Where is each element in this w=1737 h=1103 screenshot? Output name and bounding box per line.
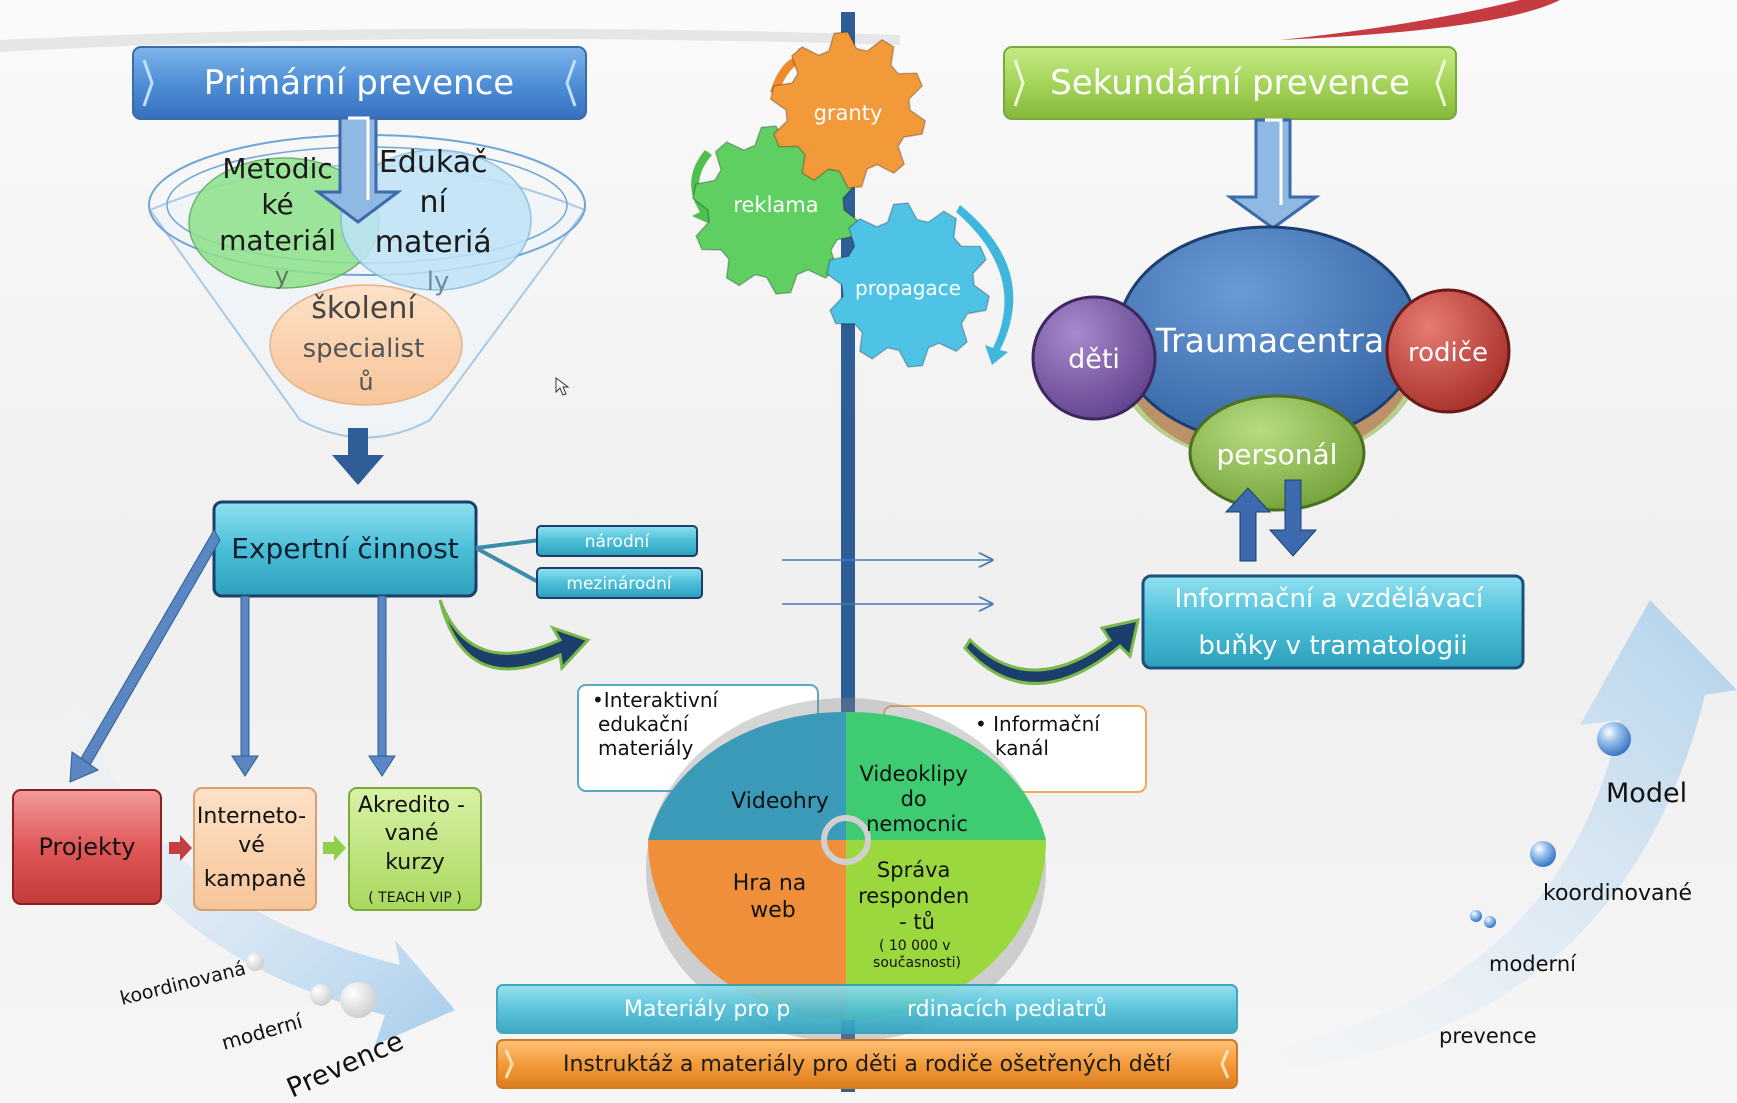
skoleni-label: školení specialist ů xyxy=(303,291,430,396)
gear-granty-label: granty xyxy=(814,101,883,125)
edukacni-label: Edukač ní materiá ly xyxy=(375,145,501,297)
left-prevention-arrow xyxy=(60,700,455,1045)
info-box: Informační a vzdělávací buňky v tramatol… xyxy=(1141,574,1525,670)
svg-text:•Interaktivní edukační: •Interaktivní edukační materiály xyxy=(592,688,724,760)
gear-granty xyxy=(769,31,927,189)
swirl-blue-arrow xyxy=(956,205,1014,365)
edukacni-ellipse xyxy=(340,149,532,291)
expert-box: Expertní činnost xyxy=(212,500,478,598)
svg-text:Projekty: Projekty xyxy=(38,833,135,861)
primary-title: Primární prevence xyxy=(204,63,514,103)
secondary-down-arrow xyxy=(1225,118,1321,230)
pie-q1 xyxy=(648,711,846,840)
right-word-moderni: moderní xyxy=(1489,952,1577,976)
pie-q4 xyxy=(846,840,1046,1020)
hub-label: Traumacentra xyxy=(1155,321,1384,360)
swirl-green-arrow xyxy=(691,150,712,225)
expert-label: Expertní činnost xyxy=(231,532,459,565)
gear-reklama-label: reklama xyxy=(733,193,818,217)
svg-text:Instruktáž a materiály pro dět: Instruktáž a materiály pro děti a rodiče… xyxy=(563,1052,1172,1077)
svg-text:Akredito - vané ku: Akredito - vané kurzy xyxy=(358,793,472,875)
rodice-label: rodiče xyxy=(1408,338,1488,368)
projekty-box: Projekty xyxy=(12,789,162,905)
left-word-prevence: Prevence xyxy=(282,1026,408,1103)
center-pie xyxy=(646,698,1046,1042)
svg-text:Interneto- vé kamp: Interneto- vé kampaně xyxy=(197,804,313,892)
pie-q2 xyxy=(846,711,1046,840)
deti-label: děti xyxy=(1068,344,1120,375)
svg-text:národní: národní xyxy=(585,532,651,552)
gear-propagace xyxy=(825,202,991,368)
right-word-koordinovane: koordinované xyxy=(1543,881,1692,906)
funnel-out-arrow xyxy=(332,428,384,485)
right-word-prevence: prevence xyxy=(1439,1024,1537,1048)
right-model-arrow xyxy=(1240,600,1737,1075)
secondary-title: Sekundární prevence xyxy=(1050,63,1410,103)
left-word-koordinovana: koordinovaná xyxy=(118,957,248,1009)
right-word-model: Model xyxy=(1606,778,1687,809)
gear-propagace-label: propagace xyxy=(855,276,961,300)
svg-text:( TEACH VIP ): ( TEACH VIP ) xyxy=(368,890,461,906)
mouse-cursor-icon xyxy=(555,377,570,396)
tag-mezinarodni: mezinárodní xyxy=(536,567,703,599)
funnel-in-arrow xyxy=(313,116,403,224)
secondary-title-box: Sekundární prevence xyxy=(1003,46,1457,120)
left-word-moderni: moderní xyxy=(219,1009,307,1055)
svg-text:Informační a vzdělávací: Informační a vzdělávací buňky v tramatol… xyxy=(1175,584,1492,661)
expert-connectors xyxy=(69,529,396,783)
curved-arrow-left xyxy=(438,599,591,672)
akredit-box: Akredito - vané kurzy ( TEACH VIP ) xyxy=(348,787,482,911)
pie-q1-label: Videohry xyxy=(731,789,829,814)
tag-narodni: národní xyxy=(536,525,698,557)
rodice-circle xyxy=(1385,288,1511,414)
pie-q4-label: Správa responden - tů xyxy=(858,858,976,934)
pie-q3 xyxy=(647,840,846,1020)
metodicke-label: Metodic ké materiál y xyxy=(219,152,345,290)
pie-q4-note: ( 10 000 v současnosti) xyxy=(873,938,961,971)
bar-materialy: Materiály pro p rdinacích pediatrů xyxy=(496,984,1238,1034)
pie-q2-label: Videoklipy do nemocnic xyxy=(859,762,974,836)
personal-ellipse xyxy=(1188,394,1366,512)
gears-group: reklama propagace granty xyxy=(691,31,1014,368)
bar-instruktaz: Instruktáž a materiály pro děti a rodiče… xyxy=(496,1039,1238,1089)
svg-text:• Informační kanál: • Informační kanál xyxy=(975,712,1106,760)
svg-text:mezinárodní: mezinárodní xyxy=(566,574,672,594)
deti-circle xyxy=(1031,295,1157,421)
skoleni-ellipse xyxy=(269,284,463,406)
primary-title-box: Primární prevence xyxy=(132,46,587,120)
svg-text:Materiály pro p rdinacíc: Materiály pro p rdinacích pediatrů xyxy=(624,997,1107,1022)
pie-q3-label: Hra na web xyxy=(733,871,814,923)
updown-arrows xyxy=(1224,479,1318,562)
personal-label: personál xyxy=(1217,438,1338,471)
curved-arrow-right xyxy=(963,618,1140,685)
internet-box: Interneto- vé kampaně xyxy=(193,787,317,911)
